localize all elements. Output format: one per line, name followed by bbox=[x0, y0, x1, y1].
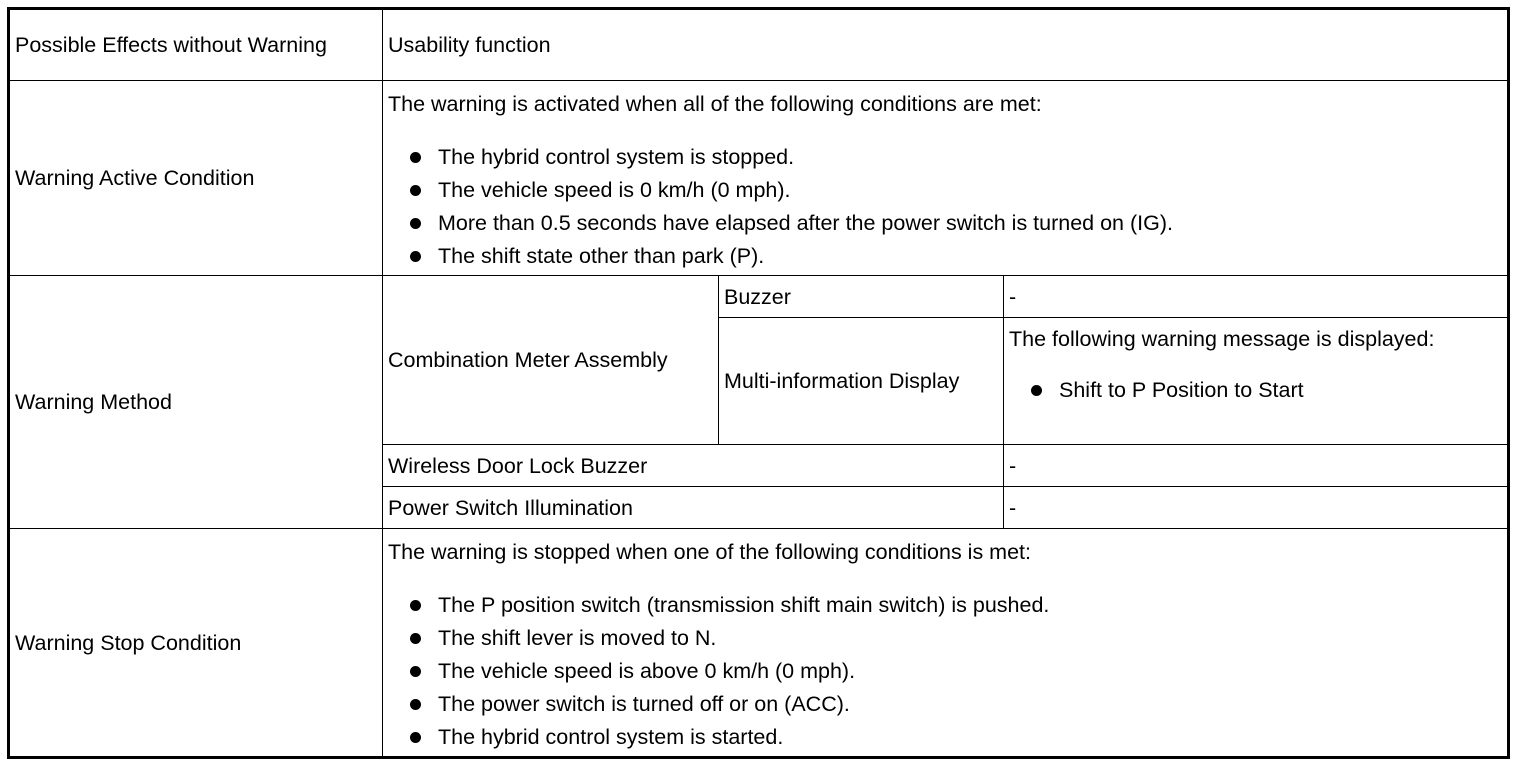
mid-label-cell: Multi-information Display bbox=[718, 317, 1004, 445]
illumination-value: - bbox=[1009, 495, 1017, 520]
active-condition-list: The hybrid control system is stopped. Th… bbox=[388, 141, 1502, 273]
effects-label: Possible Effects without Warning bbox=[15, 33, 327, 57]
wireless-value: - bbox=[1009, 453, 1017, 478]
spacer bbox=[388, 567, 1502, 589]
list-item: The hybrid control system is started. bbox=[406, 721, 1502, 754]
stop-conditions-cell: The warning is stopped when one of the f… bbox=[381, 528, 1510, 758]
combination-meter-cell: Combination Meter Assembly bbox=[382, 275, 719, 445]
effects-value-cell: Usability function bbox=[381, 8, 1510, 81]
method-wireless-row: Wireless Door Lock Buzzer - bbox=[9, 444, 1510, 487]
mid-label: Multi-information Display bbox=[724, 369, 960, 393]
list-item: More than 0.5 seconds have elapsed after… bbox=[406, 207, 1502, 240]
effects-row: Possible Effects without Warning Usabili… bbox=[8, 8, 1510, 81]
wireless-label: Wireless Door Lock Buzzer bbox=[388, 453, 648, 478]
active-conditions-cell: The warning is activated when all of the… bbox=[381, 80, 1510, 276]
list-item: The shift lever is moved to N. bbox=[406, 622, 1502, 655]
spacer bbox=[388, 119, 1502, 141]
list-item: Shift to P Position to Start bbox=[1027, 374, 1502, 407]
method-buzzer-row: Warning Method Combination Meter Assembl… bbox=[8, 275, 1510, 529]
stop-label: Warning Stop Condition bbox=[15, 630, 242, 655]
stop-intro: The warning is stopped when one of the f… bbox=[388, 540, 1031, 564]
illumination-label-cell: Power Switch Illumination bbox=[382, 486, 1004, 529]
illumination-label: Power Switch Illumination bbox=[388, 495, 633, 520]
active-label-cell: Warning Active Condition bbox=[8, 80, 383, 276]
combination-meter-label: Combination Meter Assembly bbox=[388, 348, 668, 372]
method-label-cell: Warning Method bbox=[8, 275, 383, 529]
active-intro: The warning is activated when all of the… bbox=[388, 92, 1042, 116]
stop-condition-list: The P position switch (transmission shif… bbox=[388, 589, 1502, 754]
method-label: Warning Method bbox=[15, 390, 172, 414]
list-item: The vehicle speed is above 0 km/h (0 mph… bbox=[406, 655, 1502, 688]
list-item: The power switch is turned off or on (AC… bbox=[406, 688, 1502, 721]
illumination-value-cell: - bbox=[1002, 486, 1510, 529]
buzzer-value-cell: - bbox=[1002, 275, 1510, 318]
active-condition-row: Warning Active Condition The warning is … bbox=[8, 80, 1510, 276]
mid-message-cell: The following warning message is display… bbox=[1002, 317, 1510, 445]
buzzer-label-cell: Buzzer bbox=[718, 275, 1004, 318]
wireless-label-cell: Wireless Door Lock Buzzer bbox=[382, 444, 1004, 487]
mid-message-intro: The following warning message is display… bbox=[1009, 327, 1435, 351]
effects-label-cell: Possible Effects without Warning bbox=[8, 8, 383, 81]
stop-condition-row: Warning Stop Condition The warning is st… bbox=[8, 528, 1510, 758]
stop-label-cell: Warning Stop Condition bbox=[8, 528, 383, 758]
mid-message-list: Shift to P Position to Start bbox=[1009, 374, 1502, 407]
warning-spec-table: Possible Effects without Warning Usabili… bbox=[7, 7, 1511, 759]
buzzer-value: - bbox=[1009, 284, 1017, 309]
list-item: The shift state other than park (P). bbox=[406, 240, 1502, 273]
wireless-value-cell: - bbox=[1002, 444, 1510, 487]
method-mid-row: Multi-information Display The following … bbox=[9, 317, 1510, 445]
list-item: The vehicle speed is 0 km/h (0 mph). bbox=[406, 174, 1502, 207]
effects-value: Usability function bbox=[388, 33, 551, 57]
buzzer-label: Buzzer bbox=[724, 284, 791, 309]
active-label: Warning Active Condition bbox=[15, 166, 255, 190]
spacer bbox=[1009, 354, 1502, 374]
list-item: The P position switch (transmission shif… bbox=[406, 589, 1502, 622]
method-illumination-row: Power Switch Illumination - bbox=[9, 486, 1510, 529]
list-item: The hybrid control system is stopped. bbox=[406, 141, 1502, 174]
